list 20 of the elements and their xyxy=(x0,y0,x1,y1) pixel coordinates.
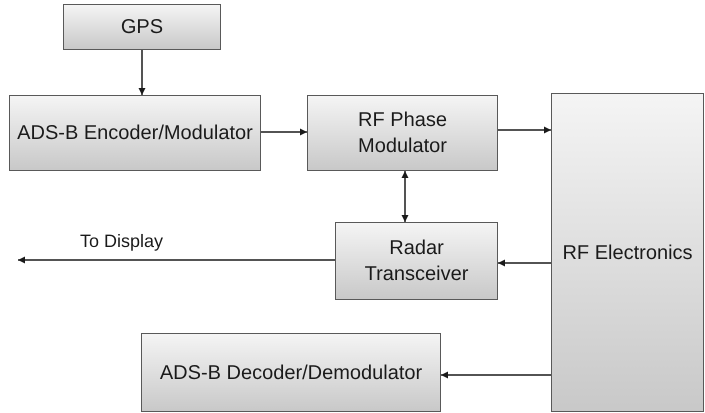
box-label: RF Phase Modulator xyxy=(357,108,448,159)
box-label: RF Electronics xyxy=(562,240,693,266)
arrow xyxy=(498,126,551,134)
box-label: GPS xyxy=(120,15,164,40)
process-box xyxy=(335,222,498,300)
process-box xyxy=(9,95,261,171)
arrow xyxy=(261,128,307,136)
box-label: ADS-B Decoder/Demodulator xyxy=(160,360,422,386)
arrow xyxy=(18,256,335,264)
process-box xyxy=(141,333,441,412)
arrow xyxy=(138,50,146,95)
process-box xyxy=(307,95,498,171)
box-label: ADS-B Encoder/Modulator xyxy=(17,121,253,146)
arrow xyxy=(402,171,408,222)
process-box xyxy=(63,4,221,50)
arrow xyxy=(498,260,551,266)
edge-label: To Display xyxy=(78,231,166,252)
arrow xyxy=(441,372,551,378)
box-label: Radar Transceiver xyxy=(364,236,470,287)
process-box xyxy=(551,93,704,412)
